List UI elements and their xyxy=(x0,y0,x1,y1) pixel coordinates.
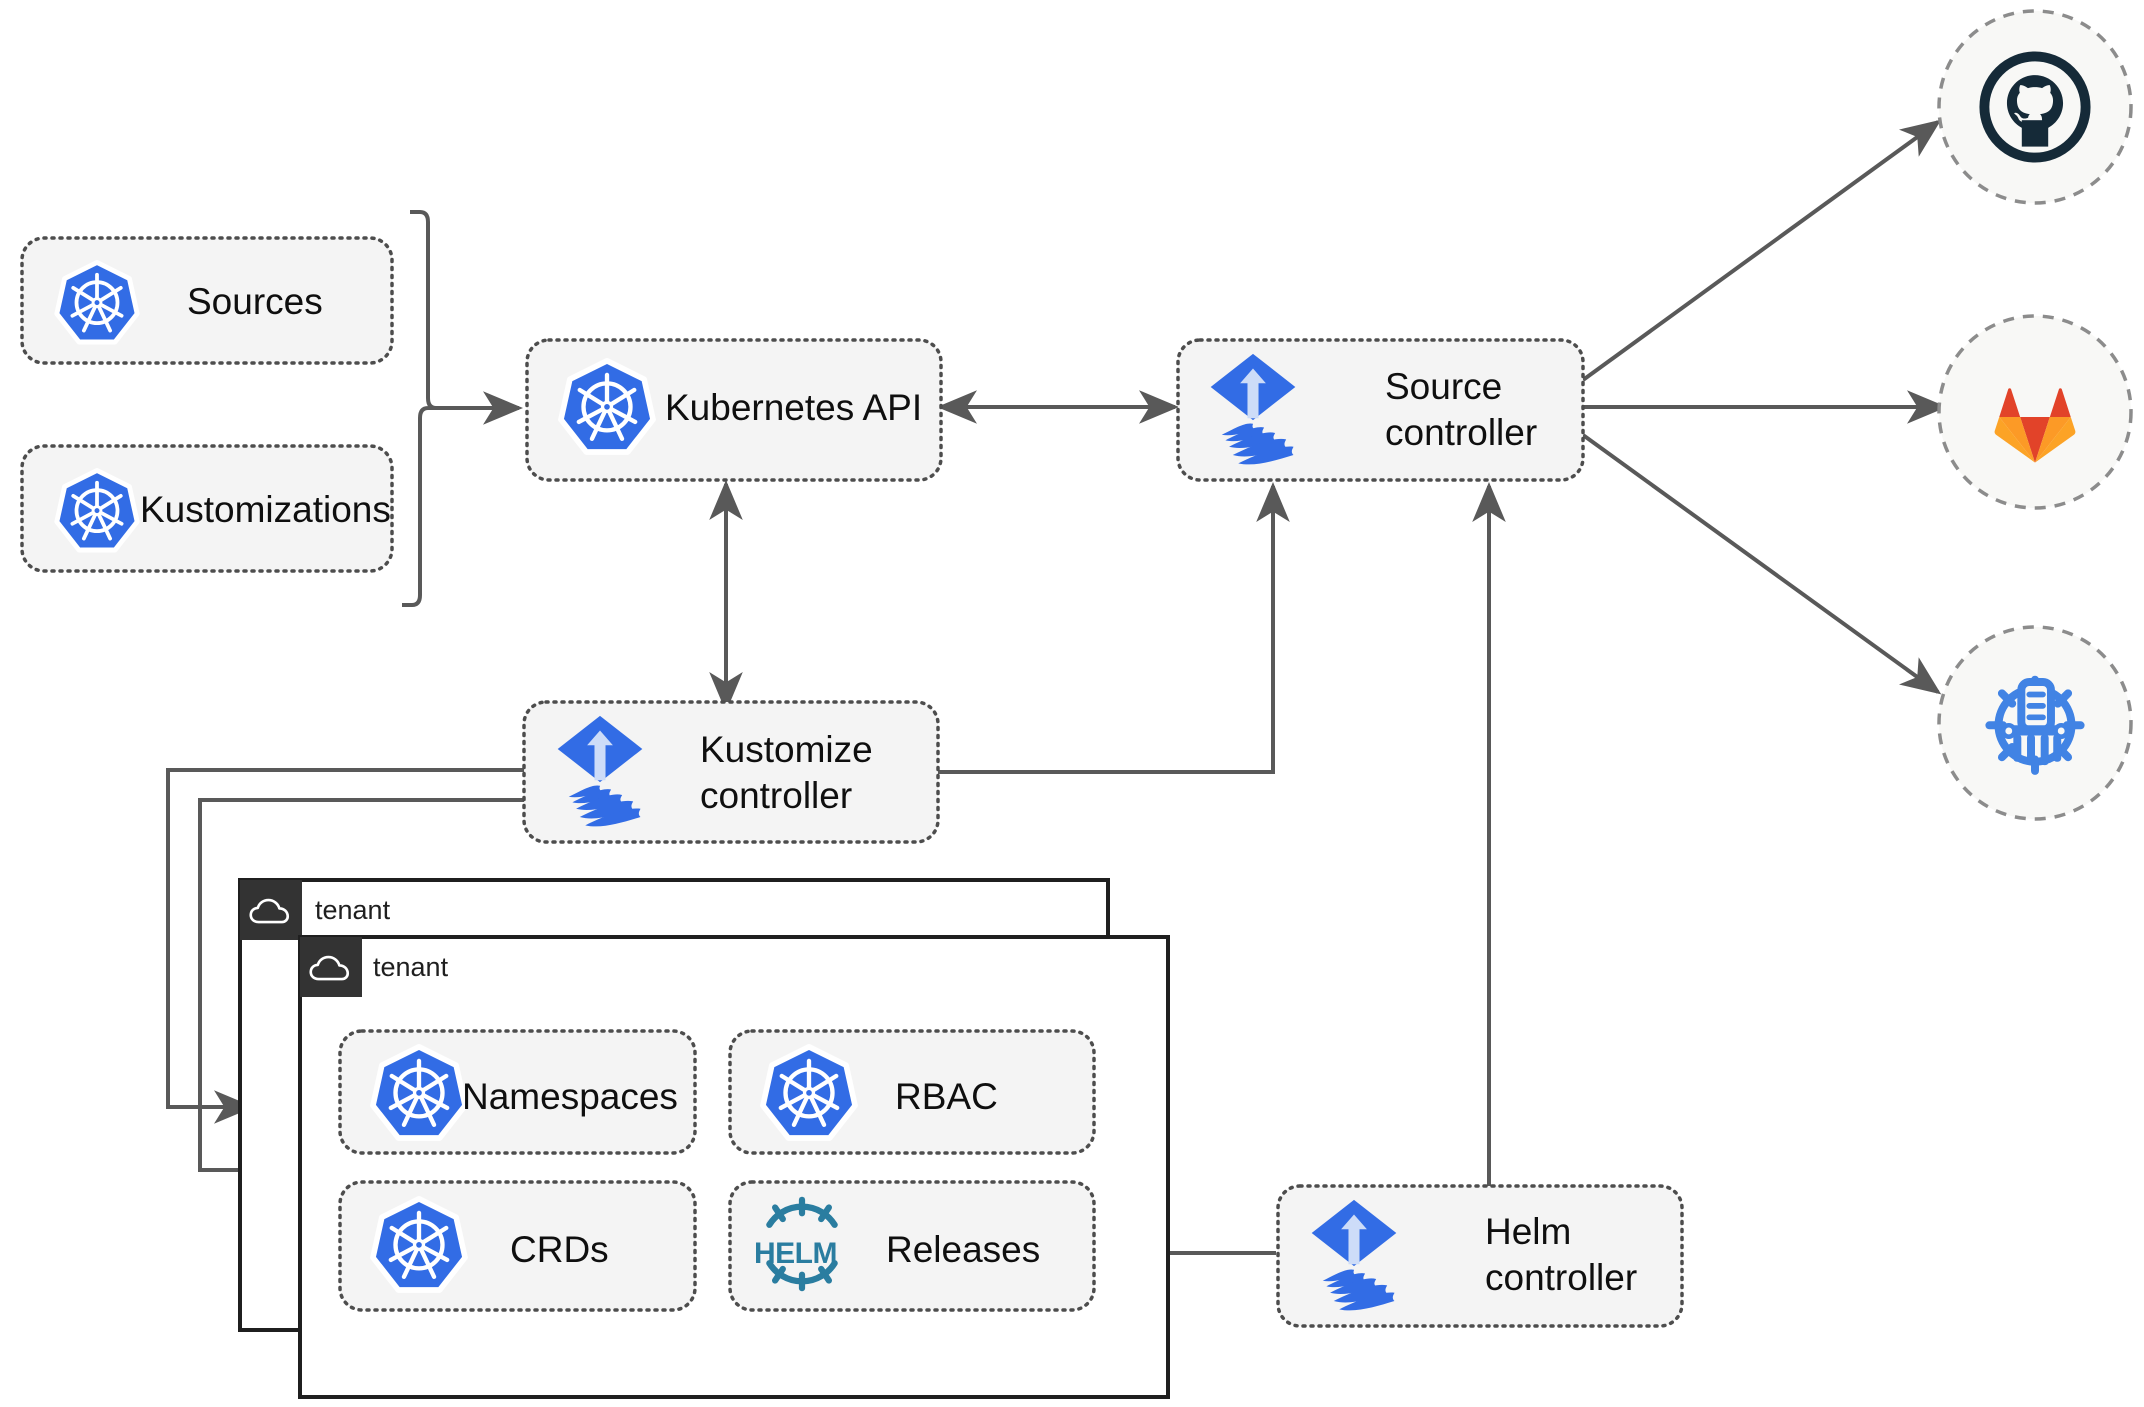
tenant-resource-crds[interactable]: CRDs xyxy=(338,1180,697,1312)
helm-repository-icon xyxy=(1989,680,2080,771)
kubernetes-icon xyxy=(561,361,653,452)
node-source-controller[interactable]: Source controller xyxy=(1176,338,1585,482)
helm-icon-wordmark: HELM xyxy=(754,1237,837,1270)
node-label-helm-controller-2: controller xyxy=(1485,1257,1637,1298)
tenant-resource-label-crds: CRDs xyxy=(510,1229,609,1270)
node-label-helm-controller-1: Helm xyxy=(1485,1211,1571,1252)
tenant-label-front: tenant xyxy=(373,952,449,982)
edge-source-to-github xyxy=(1581,119,1942,382)
node-helm-controller[interactable]: Helm controller xyxy=(1276,1184,1684,1328)
node-label-kustomize-controller-1: Kustomize xyxy=(700,729,873,770)
provider-gitlab[interactable] xyxy=(1937,314,2133,510)
tenant-resource-releases[interactable]: HELM Releases xyxy=(728,1180,1096,1312)
node-label-source-controller-2: controller xyxy=(1385,412,1537,453)
tenant-label-back: tenant xyxy=(315,895,391,925)
kubernetes-icon xyxy=(57,262,137,342)
provider-github[interactable] xyxy=(1937,9,2133,205)
node-kubernetes-api[interactable]: Kubernetes API xyxy=(525,338,943,482)
node-label-kubernetes-api: Kubernetes API xyxy=(665,387,922,428)
tenant-resource-rbac[interactable]: RBAC xyxy=(728,1029,1096,1155)
resource-label-sources: Sources xyxy=(187,281,323,322)
tenant-container-front: tenant xyxy=(298,935,1170,1399)
node-label-kustomize-controller-2: controller xyxy=(700,775,852,816)
resource-label-kustomizations: Kustomizations xyxy=(140,489,391,530)
node-label-source-controller-1: Source xyxy=(1385,366,1502,407)
node-kustomize-controller[interactable]: Kustomize controller xyxy=(522,700,940,844)
tenant-resource-namespaces[interactable]: Namespaces xyxy=(338,1029,697,1155)
tenant-resource-label-rbac: RBAC xyxy=(895,1076,998,1117)
resource-box-sources[interactable]: Sources xyxy=(20,236,394,365)
tenant-resource-label-releases: Releases xyxy=(886,1229,1040,1270)
edge-kustomize-to-source xyxy=(938,482,1290,774)
edge-kustomize-to-tenant-back xyxy=(166,768,524,1124)
kubernetes-icon xyxy=(373,1199,465,1290)
kubernetes-icon xyxy=(763,1047,855,1138)
tenant-resource-label-namespaces: Namespaces xyxy=(462,1076,678,1117)
provider-bucket[interactable] xyxy=(1937,625,2133,821)
edge-source-to-bucket xyxy=(1581,433,1942,695)
kubernetes-icon xyxy=(373,1047,465,1138)
kubernetes-icon xyxy=(57,470,137,550)
resource-box-kustomizations[interactable]: Kustomizations xyxy=(20,444,394,573)
